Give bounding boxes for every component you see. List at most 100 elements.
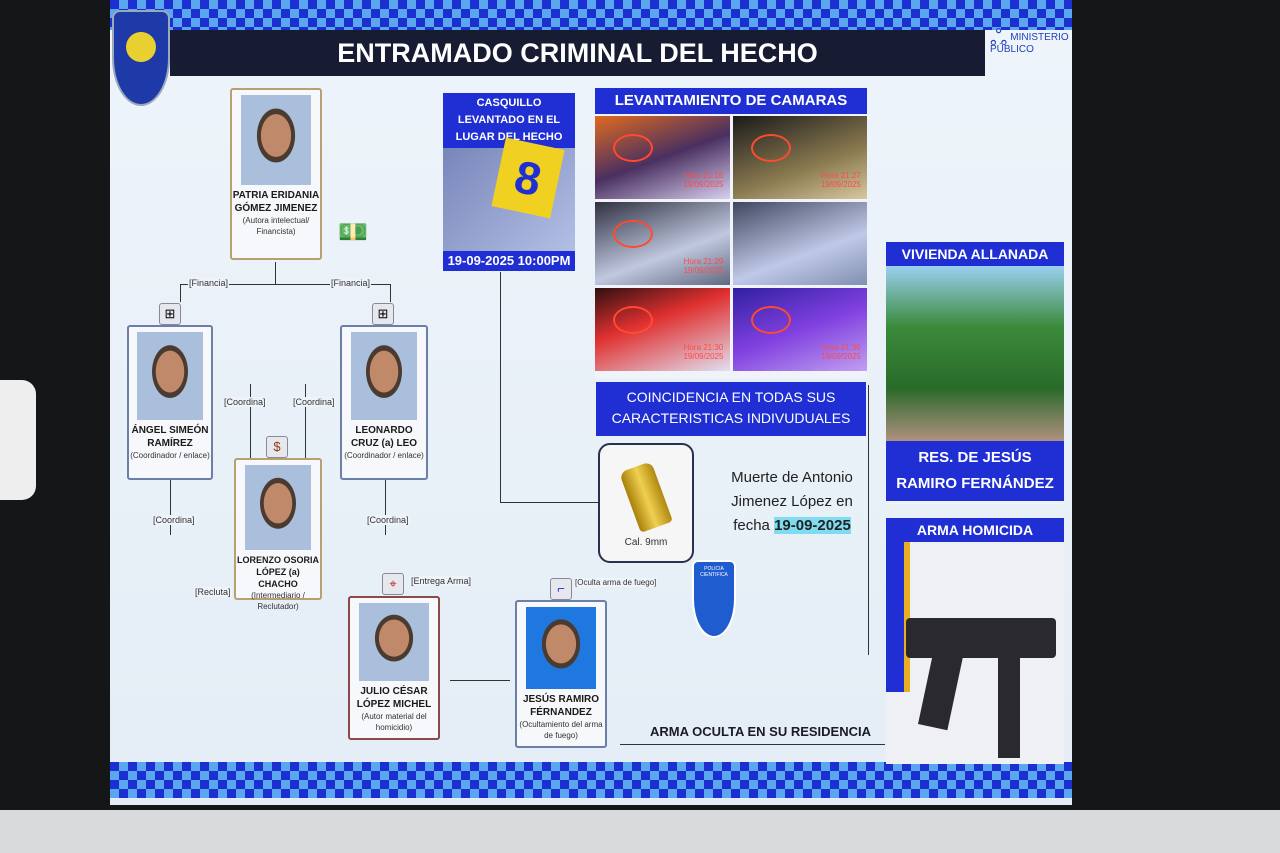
timestamp-date: 19/09/2025 xyxy=(683,180,724,189)
pistol-grip xyxy=(918,645,964,731)
vivienda-title: VIVIENDA ALLANADA xyxy=(886,242,1064,266)
person-role: (Coordinador / enlace) xyxy=(344,451,424,460)
death-text: Muerte de Antonio Jimenez López en fecha xyxy=(731,469,853,534)
person-name: ÁNGEL SIMEÓN RAMÍREZ xyxy=(131,425,209,449)
timestamp-date: 19/09/2025 xyxy=(683,352,724,361)
person-card-patria[interactable]: PATRIA ERIDANIA GÓMEZ JIMENEZ (Autora in… xyxy=(230,88,322,260)
person-name: JULIO CÉSAR LÓPEZ MICHEL xyxy=(356,686,432,710)
connector-line xyxy=(385,480,386,535)
relation-label-entrega: [Entrega Arma] xyxy=(410,576,473,586)
casquillo-date: 19-09-2025 10:00PM xyxy=(443,251,575,271)
highlight-circle xyxy=(750,306,791,334)
highlight-circle xyxy=(613,306,653,334)
person-card-lorenzo[interactable]: LORENZO OSORIA LÓPEZ (a) CHACHO (Interme… xyxy=(234,458,322,611)
slide-title: ENTRAMADO CRIMINAL DEL HECHO xyxy=(170,30,985,76)
arma-oculta-label: ARMA OCULTA EN SU RESIDENCIA xyxy=(650,724,871,739)
timestamp-date: 19/09/2025 xyxy=(683,266,724,275)
connector-line xyxy=(868,385,869,655)
coincidencia-title: COINCIDENCIA EN TODAS SUS CARACTERISTICA… xyxy=(596,382,866,436)
vivienda-caption: RES. DE JESÚS RAMIRO FERNÁNDEZ xyxy=(886,441,1064,501)
decor-stripe xyxy=(886,542,904,692)
mugshot xyxy=(359,603,429,681)
person-name: LEONARDO CRUZ (a) LEO xyxy=(350,425,418,449)
person-name: PATRIA ERIDANIA GÓMEZ JIMENEZ xyxy=(232,190,320,214)
highlight-circle xyxy=(613,220,653,248)
connector-line xyxy=(500,502,600,503)
relation-label-coordina: [Coordina] xyxy=(223,397,267,407)
person-role: (Autora intelectual/ Financista) xyxy=(242,216,310,236)
person-card-jesus[interactable]: JESÚS RAMIRO FÉRNANDEZ (Ocultamiento del… xyxy=(515,600,607,748)
mugshot xyxy=(137,332,203,420)
connector-line xyxy=(250,384,251,459)
timestamp-date: 19/09/2025 xyxy=(820,180,861,189)
bullet-image xyxy=(619,461,673,533)
gun-icon: ⌐ xyxy=(550,578,572,600)
person-card-leonardo[interactable]: LEONARDO CRUZ (a) LEO (Coordinador / enl… xyxy=(340,325,428,480)
pistol-image xyxy=(906,618,1056,658)
mugshot xyxy=(241,95,311,185)
highlight-circle xyxy=(613,134,653,162)
casquillo-panel: CASQUILLO LEVANTADO EN EL LUGAR DEL HECH… xyxy=(443,93,575,271)
checker-band-top xyxy=(110,0,1072,30)
person-role: (Autor material del homicidio) xyxy=(361,712,427,732)
evidence-marker: 8 xyxy=(491,137,565,219)
person-role: (Intermediario / Reclutador) xyxy=(251,591,305,611)
decor-stripe xyxy=(904,542,910,692)
checker-band-bottom xyxy=(110,762,1072,798)
person-role: (Ocultamiento del arma de fuego) xyxy=(519,720,603,740)
house-photo xyxy=(886,266,1064,441)
pistol-magazine xyxy=(998,658,1020,758)
connector-line xyxy=(180,284,390,285)
timestamp-date: 19/09/2025 xyxy=(820,352,861,361)
timestamp-time: Hora 21:30 xyxy=(683,343,724,352)
death-date: 19-09-2025 xyxy=(774,517,851,534)
camera-frame xyxy=(732,202,867,285)
policia-cientifica-logo: POLICIA CIENTIFICA xyxy=(692,560,736,638)
person-card-angel[interactable]: ÁNGEL SIMEÓN RAMÍREZ (Coordinador / enla… xyxy=(127,325,213,480)
person-card-julio[interactable]: JULIO CÉSAR LÓPEZ MICHEL (Autor material… xyxy=(348,596,440,740)
timestamp-time: Hora 21:16 xyxy=(683,171,724,180)
connector-line xyxy=(305,384,306,459)
connector-line xyxy=(180,284,181,302)
money-icon: 💵 xyxy=(338,219,368,246)
person-name: LORENZO OSORIA LÓPEZ (a) CHACHO xyxy=(236,555,319,589)
vivienda-panel: VIVIENDA ALLANADA RES. DE JESÚS RAMIRO F… xyxy=(886,242,1064,504)
arma-panel: ARMA HOMICIDA xyxy=(886,518,1064,764)
connector-line xyxy=(275,262,276,284)
network-icon: ⊞ xyxy=(372,303,394,325)
bullet-callout: Cal. 9mm xyxy=(598,443,694,563)
person-role: (Coordinador / enlace) xyxy=(130,451,210,460)
relation-label-coordina: [Coordina] xyxy=(152,515,196,525)
mugshot xyxy=(351,332,417,420)
timestamp-time: Hora 21:27 xyxy=(821,171,861,180)
timestamp-time: Hora 21:30 xyxy=(821,343,861,352)
connector-line xyxy=(170,480,171,535)
connector-line xyxy=(450,680,510,681)
relation-label-financia: [Financia] xyxy=(188,278,230,288)
timestamp-time: Hora 21:29 xyxy=(683,257,724,266)
dicrim-logo xyxy=(112,10,170,106)
cameras-title: LEVANTAMIENTO DE CAMARAS xyxy=(595,88,867,114)
connector-line xyxy=(500,272,501,502)
relation-label-coordina: [Coordina] xyxy=(366,515,410,525)
mugshot xyxy=(245,465,311,550)
highlight-circle xyxy=(750,134,791,162)
relation-label-financia: [Financia] xyxy=(330,278,372,288)
relation-label-coordina: [Coordina] xyxy=(292,397,336,407)
network-icon: ⊞ xyxy=(159,303,181,325)
person-name: JESÚS RAMIRO FÉRNANDEZ xyxy=(522,694,600,718)
arma-title: ARMA HOMICIDA xyxy=(886,518,1064,542)
relation-label-recluta: [Recluta] xyxy=(194,587,232,597)
